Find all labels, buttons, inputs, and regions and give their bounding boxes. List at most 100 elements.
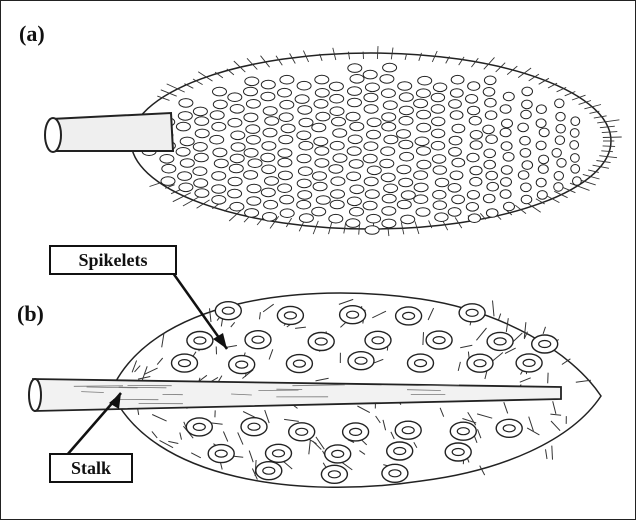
spikelet: [538, 165, 548, 174]
hair-stroke: [423, 332, 424, 345]
spikelet: [297, 179, 311, 188]
spikelet: [414, 171, 428, 180]
spikelet-center: [296, 428, 308, 435]
spikelet: [333, 154, 347, 163]
spikelet: [555, 99, 564, 108]
spikelet: [176, 148, 190, 157]
spikelet: [450, 89, 463, 98]
spikelet: [397, 200, 411, 209]
spikelet: [329, 214, 343, 223]
spikelet-center: [236, 361, 248, 368]
spikelet: [448, 184, 461, 193]
spikelet: [400, 152, 414, 161]
spikelet: [262, 142, 276, 151]
spikelet: [484, 76, 496, 85]
spikelet: [231, 143, 245, 152]
spikelet-center: [402, 427, 414, 434]
spikelet: [299, 214, 313, 223]
spikelet: [313, 182, 327, 191]
spikelet: [536, 119, 546, 128]
spikelet: [278, 158, 292, 167]
spikelet: [449, 148, 462, 157]
spikelet: [539, 128, 549, 137]
spikelet: [229, 164, 243, 173]
spikelet: [363, 201, 377, 210]
spikelet: [380, 159, 394, 168]
spikelet: [416, 208, 430, 217]
spikelet: [246, 100, 260, 109]
spikelet: [518, 123, 529, 132]
spikelet: [179, 183, 193, 192]
spikelet: [230, 202, 244, 211]
spikelet: [265, 177, 279, 186]
spikelet: [503, 153, 514, 162]
spikelet: [228, 118, 242, 127]
spikelet: [230, 154, 244, 163]
spikelet: [367, 166, 381, 175]
spikelet: [500, 105, 511, 114]
spikelet: [161, 177, 175, 186]
spikelet: [212, 185, 226, 194]
spikelet: [537, 191, 547, 200]
spikelet: [248, 159, 262, 168]
hair-stroke: [499, 314, 501, 320]
spikelet: [246, 136, 260, 145]
spikelet: [521, 110, 532, 119]
spikelet-center: [193, 423, 205, 430]
spikelet: [299, 141, 313, 150]
spikelet: [485, 111, 497, 120]
spikelet: [382, 113, 396, 122]
spikelet: [557, 159, 566, 168]
spikelet: [384, 184, 398, 193]
spikelet: [347, 147, 361, 156]
spikelet: [518, 171, 529, 180]
spikelet-center: [523, 359, 535, 366]
spikelet-center: [252, 336, 264, 343]
spikelet: [330, 94, 344, 103]
spikelet-center: [293, 360, 305, 367]
spikelet: [263, 213, 277, 222]
spikelet: [346, 112, 360, 121]
spikelet-center: [179, 360, 191, 367]
spikelet: [264, 200, 278, 209]
spikelet: [213, 87, 227, 96]
spikelet-center: [494, 338, 506, 345]
spikelet: [365, 83, 379, 92]
spikelet: [382, 207, 396, 216]
spikelet: [312, 207, 326, 216]
spikelet: [484, 160, 496, 169]
spine: [377, 46, 378, 59]
spikelet: [281, 124, 295, 133]
spikelet: [194, 179, 208, 188]
spikelet-center: [263, 467, 275, 474]
spikelet: [573, 177, 582, 186]
spikelet: [367, 130, 381, 139]
spikelet: [381, 89, 395, 98]
spikelet: [179, 99, 193, 108]
spikelet: [263, 107, 277, 116]
spikelet: [195, 189, 209, 198]
spikelet: [244, 87, 258, 96]
spikelet: [571, 117, 580, 126]
spikelet: [555, 136, 564, 145]
spikelet: [331, 177, 345, 186]
spikelet: [432, 155, 445, 164]
spikelet: [433, 166, 446, 175]
spikelet-center: [539, 341, 551, 348]
spikelet: [298, 106, 312, 115]
spikelet: [244, 171, 258, 180]
spikelet: [484, 149, 496, 158]
spikelet: [193, 143, 207, 152]
spikelet-center: [474, 360, 486, 367]
spikelet-center: [284, 312, 296, 319]
spikelet-center: [347, 311, 359, 318]
spikelet: [231, 131, 245, 140]
spikelet: [346, 219, 360, 228]
spikelet: [315, 159, 329, 168]
stalk-fibre: [74, 386, 123, 387]
spikelet: [467, 191, 479, 200]
spikelet-center: [457, 428, 469, 435]
spikelet: [399, 140, 413, 149]
spikelet: [466, 203, 478, 212]
spikelet: [213, 100, 227, 109]
